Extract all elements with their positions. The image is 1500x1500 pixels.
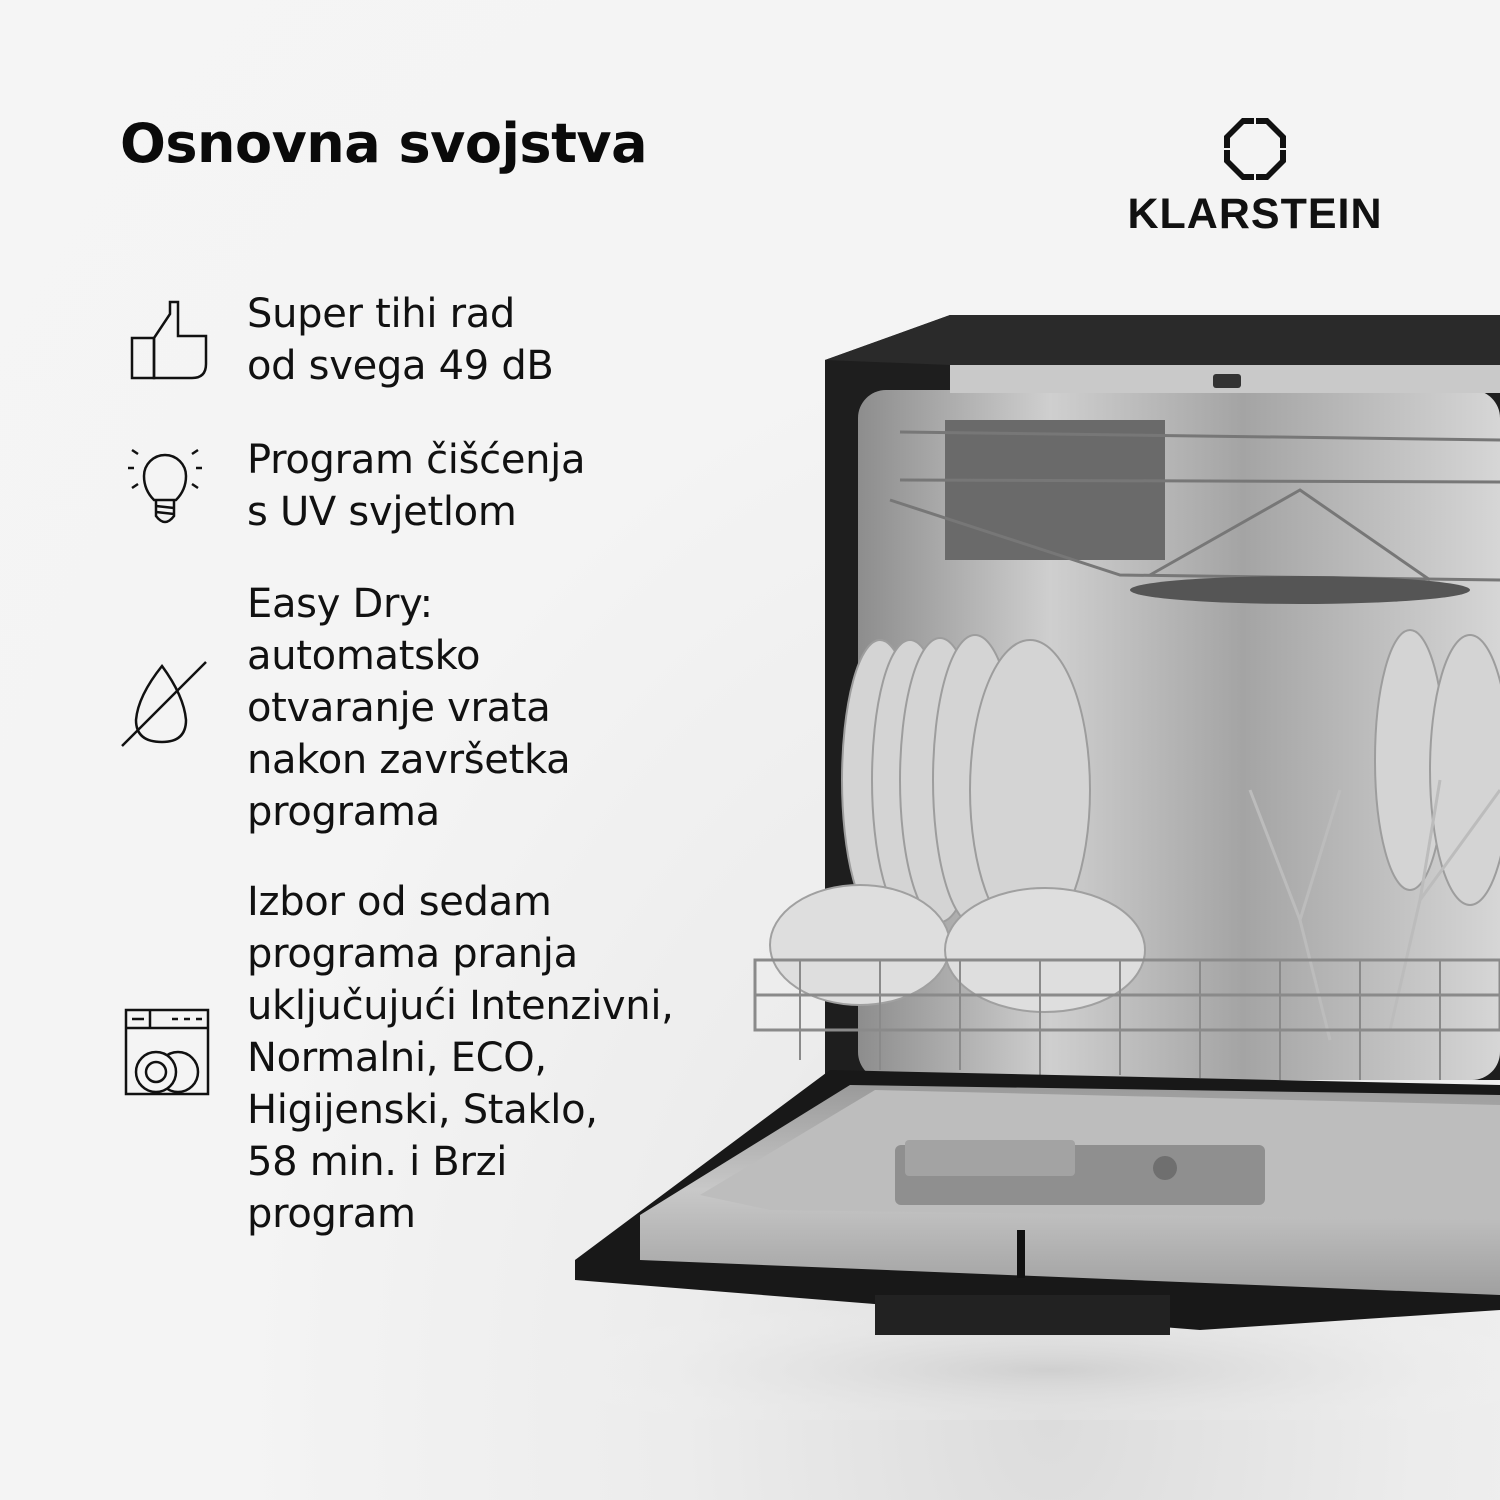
feature-line: Higijenski, Staklo, bbox=[247, 1087, 598, 1133]
octagon-mark-icon bbox=[1224, 118, 1286, 180]
no-water-drop-icon bbox=[121, 661, 207, 747]
dishwasher-icon bbox=[124, 1008, 210, 1096]
feature-line: Program čišćenja bbox=[247, 437, 586, 483]
feature-line: Super tihi rad bbox=[247, 291, 516, 337]
feature-line: Normalni, ECO, bbox=[247, 1035, 547, 1081]
feature-line: program bbox=[247, 1191, 416, 1237]
feature-line: programa pranja bbox=[247, 931, 578, 977]
feature-line: nakon završetka bbox=[247, 737, 571, 783]
feature-line: automatsko bbox=[247, 633, 481, 679]
light-bulb-icon bbox=[128, 448, 202, 524]
brand-name: KLARSTEIN bbox=[1127, 190, 1383, 238]
dishwasher-product-image bbox=[560, 315, 1500, 1420]
feature-line: s UV svjetlom bbox=[247, 489, 517, 535]
feature-line: uključujući Intenzivni, bbox=[247, 983, 674, 1029]
thumbs-up-icon bbox=[130, 300, 208, 380]
page-title: Osnovna svojstva bbox=[120, 112, 648, 175]
brand-logo: KLARSTEIN bbox=[1120, 118, 1390, 239]
feature-line: otvaranje vrata bbox=[247, 685, 551, 731]
feature-line: Easy Dry: bbox=[247, 581, 433, 627]
feature-line: od svega 49 dB bbox=[247, 343, 554, 389]
feature-line: Izbor od sedam bbox=[247, 879, 552, 925]
feature-line: programa bbox=[247, 789, 440, 835]
feature-line: 58 min. i Brzi bbox=[247, 1139, 508, 1185]
